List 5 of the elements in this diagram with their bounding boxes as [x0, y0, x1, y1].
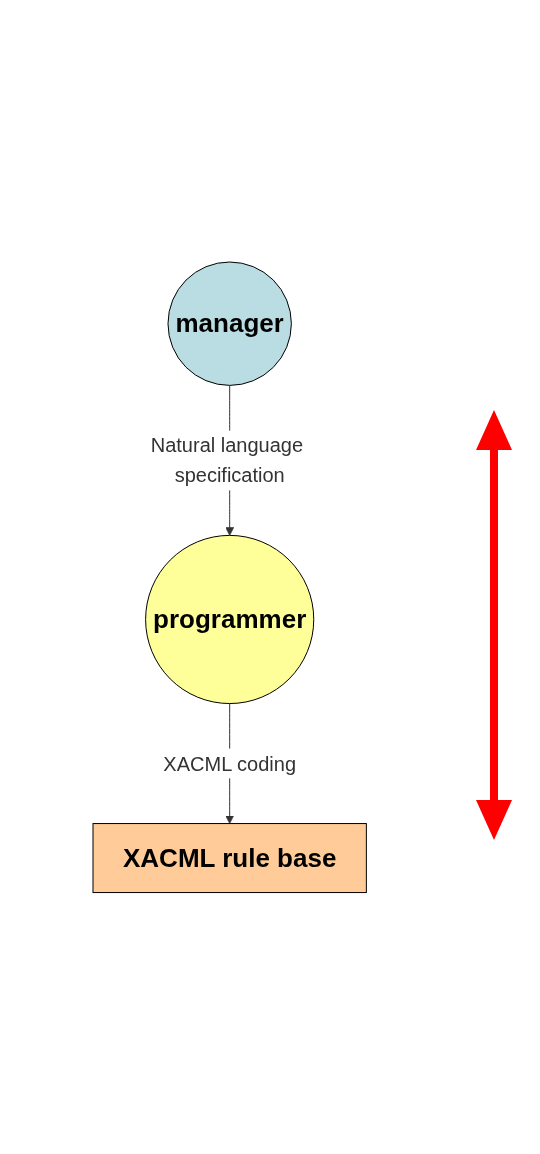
node-circle: manager [167, 261, 293, 386]
edge-label: Natural language specification [151, 434, 304, 487]
node-circle: programmer [145, 534, 315, 704]
edge-label: XACML coding [163, 752, 297, 775]
node-box: XACML rule base [92, 822, 368, 893]
